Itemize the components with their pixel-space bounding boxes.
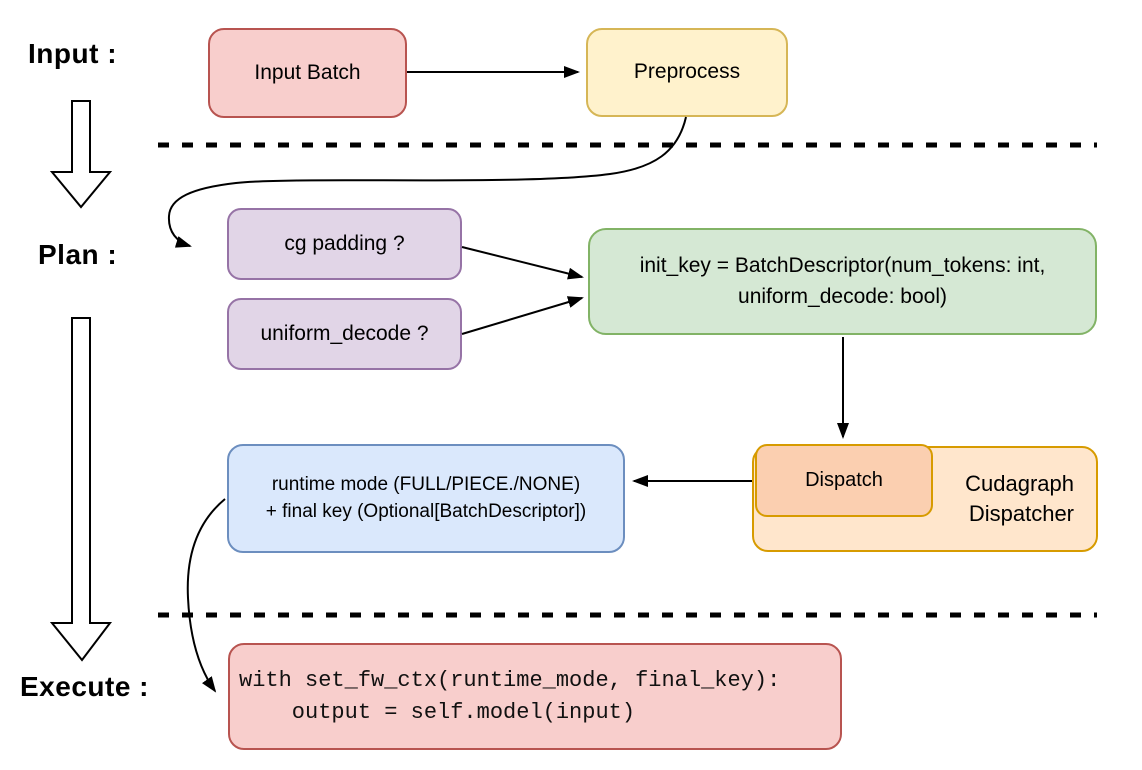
node-runtime-mode-line1: runtime mode (FULL/PIECE./NONE) [271,473,581,495]
node-dispatch-label: Dispatch [805,469,883,491]
node-init-key: init_key = BatchDescriptor(num_tokens: i… [588,228,1097,335]
stage-label-execute: Execute : [20,671,149,702]
node-cg-padding-label: cg padding ? [284,231,405,255]
node-uniform-decode-label: uniform_decode ? [260,321,429,345]
node-execute-code: with set_fw_ctx(runtime_mode, final_key)… [228,643,842,750]
stage-label-plan: Plan : [38,239,118,270]
node-dispatch: Dispatch [755,444,933,517]
node-preprocess-label: Preprocess [633,60,741,84]
stage-label-input: Input : [28,38,118,69]
node-cg-padding: cg padding ? [227,208,462,280]
node-cudagraph-dispatcher-line2: Dispatcher [968,501,1074,526]
node-runtime-mode-line2: + final key (Optional[BatchDescriptor]) [265,500,587,522]
node-runtime-mode: runtime mode (FULL/PIECE./NONE) + final … [227,444,625,553]
node-init-key-line2: uniform_decode: bool) [738,284,947,308]
arrow-runtimemode-to-executecode [186,498,226,693]
big-down-arrow-plan-to-execute [49,317,113,662]
execute-code-line1: with set_fw_ctx(runtime_mode, final_key)… [239,667,781,693]
node-input-batch-label: Input Batch [254,60,361,84]
node-init-key-line1: init_key = BatchDescriptor(num_tokens: i… [639,254,1046,278]
node-uniform-decode: uniform_decode ? [227,298,462,370]
arrow-uniformdecode-to-initkey [461,296,584,335]
arrow-cgpadding-to-initkey [461,246,584,280]
node-cudagraph-dispatcher-line1: Cudagraph [965,471,1074,497]
big-down-arrow-input-to-plan [49,100,113,209]
execute-code-line2: output = self.model(input) [239,699,636,725]
node-preprocess: Preprocess [586,28,788,117]
node-input-batch: Input Batch [208,28,407,118]
